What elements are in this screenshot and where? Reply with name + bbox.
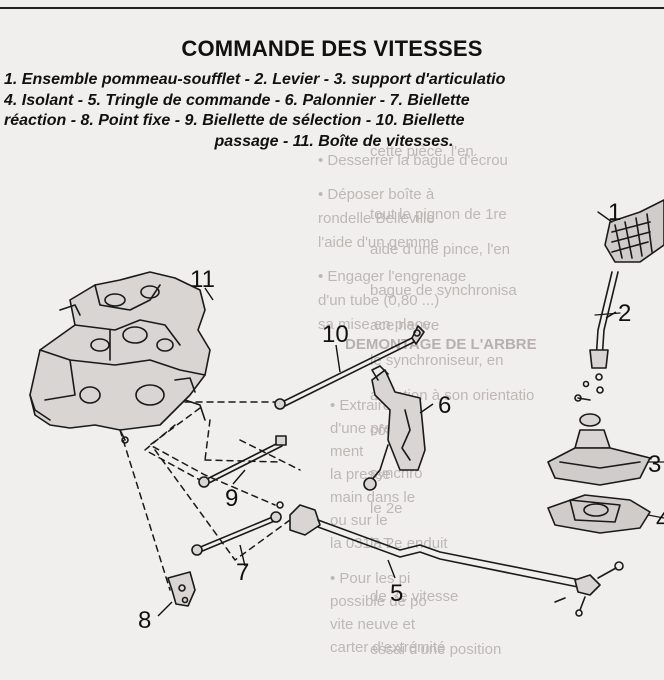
bg-line: • Déposer boîte à: [318, 186, 435, 203]
bg-line: le 2e: [370, 500, 403, 517]
insulator-4: [547, 494, 664, 534]
label-4: 4: [656, 507, 664, 534]
bg-line: d'un tube (0,80 ...): [318, 292, 440, 309]
fixed-point-8: [167, 571, 196, 607]
label-3: 3: [648, 451, 661, 478]
caption-line: 4. Isolant - 5. Tringle de commande - 6.…: [4, 91, 470, 109]
bg-line: vite neuve et: [330, 616, 416, 633]
part-numbers: 1 2 3 4 5 6 7 8 9 10 11: [138, 199, 664, 634]
label-7: 7: [236, 559, 249, 586]
bg-line: • Extraire: [330, 397, 392, 414]
knob-boot-1: [597, 199, 664, 263]
bg-line: sa mise en place.: [318, 316, 435, 333]
label-9: 9: [225, 485, 238, 512]
bg-line: l'aide d'un gemme: [318, 234, 439, 251]
bg-line: essai d'une position: [370, 641, 502, 658]
selector-rod-10: [274, 325, 425, 410]
bg-line: aide d'une pince, l'en: [370, 241, 511, 258]
gearbox-illustration: [29, 271, 211, 444]
label-6: 6: [438, 392, 451, 419]
selection-rod-9: [198, 435, 287, 488]
bg-line: ment: [330, 443, 364, 460]
bg-line: possible de po: [330, 593, 427, 610]
leader-lines: [157, 287, 617, 617]
bg-line: • Engager l'engrenage: [318, 268, 467, 285]
background-heading: DEMONTAGE DE L'ARBRE: [345, 336, 537, 353]
support-3: [547, 413, 664, 486]
bg-line: bague de synchronisa: [370, 282, 517, 299]
label-2: 2: [618, 300, 631, 327]
label-11: 11: [190, 266, 215, 293]
label-1: 1: [608, 199, 621, 226]
background-text-middle: • Desserrer la bague d'écrou • Déposer b…: [318, 150, 652, 348]
reaction-rod-7: [191, 501, 284, 556]
lever-6-palonnier: [363, 365, 426, 491]
caption-line: passage - 11. Boîte de vitesses.: [214, 132, 454, 150]
label-8: 8: [138, 607, 151, 634]
label-10: 10: [322, 321, 349, 348]
control-rod-5: [289, 504, 624, 617]
bg-line: carter d'extrémité: [330, 639, 446, 656]
bg-line: de 3e vitesse: [370, 588, 459, 605]
dashed-guides: [119, 401, 301, 591]
bg-line: tout le pignon de 1re: [370, 206, 507, 223]
gear-lever-2: [574, 271, 621, 402]
bg-line: • Pour les pi: [330, 570, 411, 587]
bg-line: • Desserrer la bague d'écrou: [318, 152, 508, 169]
top-rule: [0, 7, 664, 9]
bg-line: ou sur le: [330, 512, 388, 529]
caption-line: 1. Ensemble pommeau-soufflet - 2. Levier…: [4, 71, 506, 88]
caption-line: réaction - 8. Point fixe - 9. Biellette …: [4, 112, 465, 129]
page-title: COMMANDE DES VITESSES: [181, 36, 483, 61]
bg-line: le synchroniseur, en: [370, 352, 504, 369]
figure-caption: 1. Ensemble pommeau-soufflet - 2. Levier…: [4, 70, 664, 152]
label-5: 5: [390, 580, 403, 607]
bg-line: rondelle Belleville: [318, 210, 435, 227]
bg-line: main dans le: [330, 489, 416, 506]
bg-line: cette pièce, l'en: [370, 143, 474, 160]
bg-line: la presse: [330, 466, 391, 483]
